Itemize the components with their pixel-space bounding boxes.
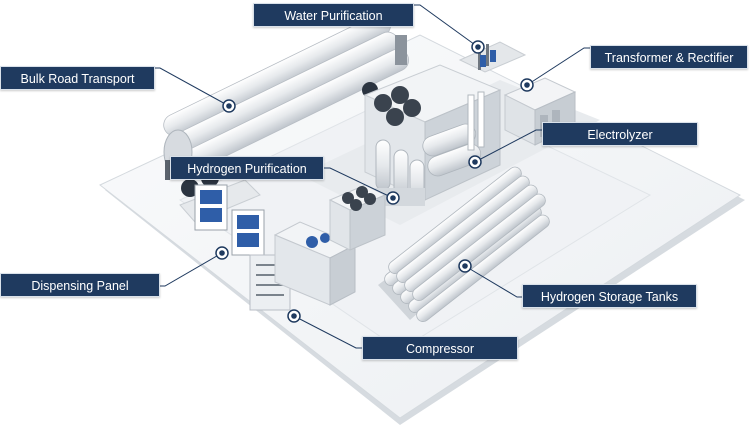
marker-hydrogen-purification <box>386 191 400 205</box>
leader-line-transformer-rectifier <box>526 47 590 86</box>
label-bulk-road-transport: Bulk Road Transport <box>0 66 155 90</box>
leader-line-water-purification <box>414 4 479 48</box>
leader-line-dispensing-panel <box>160 252 223 287</box>
marker-hydrogen-storage-tanks <box>458 259 472 273</box>
label-water-purification: Water Purification <box>253 3 414 27</box>
transformer-rectifier-unit <box>503 77 577 146</box>
compressor-unit <box>273 184 387 306</box>
marker-transformer-rectifier <box>520 78 534 92</box>
label-compressor: Compressor <box>362 336 518 360</box>
leader-line-compressor <box>293 315 362 349</box>
leader-line-bulk-road-transport <box>155 67 230 107</box>
marker-compressor <box>287 309 301 323</box>
marker-electrolyzer <box>468 155 482 169</box>
leader-line-electrolyzer <box>474 129 542 163</box>
marker-water-purification <box>471 40 485 54</box>
leader-line-hydrogen-purification <box>324 167 394 199</box>
callout-markers <box>215 40 534 323</box>
leader-lines <box>155 4 590 349</box>
marker-dispensing-panel <box>215 246 229 260</box>
label-hydrogen-purification: Hydrogen Purification <box>170 156 324 180</box>
leader-line-hydrogen-storage-tanks <box>464 265 522 298</box>
bulk-road-transport-trailer <box>163 13 410 197</box>
label-dispensing-panel: Dispensing Panel <box>0 273 160 297</box>
label-transformer-rectifier: Transformer & Rectifier <box>590 45 748 69</box>
water-purification-unit <box>458 41 527 73</box>
marker-bulk-road-transport <box>222 99 236 113</box>
hydrogen-storage-tanks <box>378 166 550 323</box>
label-hydrogen-storage-tanks: Hydrogen Storage Tanks <box>522 284 697 308</box>
label-electrolyzer: Electrolyzer <box>542 122 698 146</box>
